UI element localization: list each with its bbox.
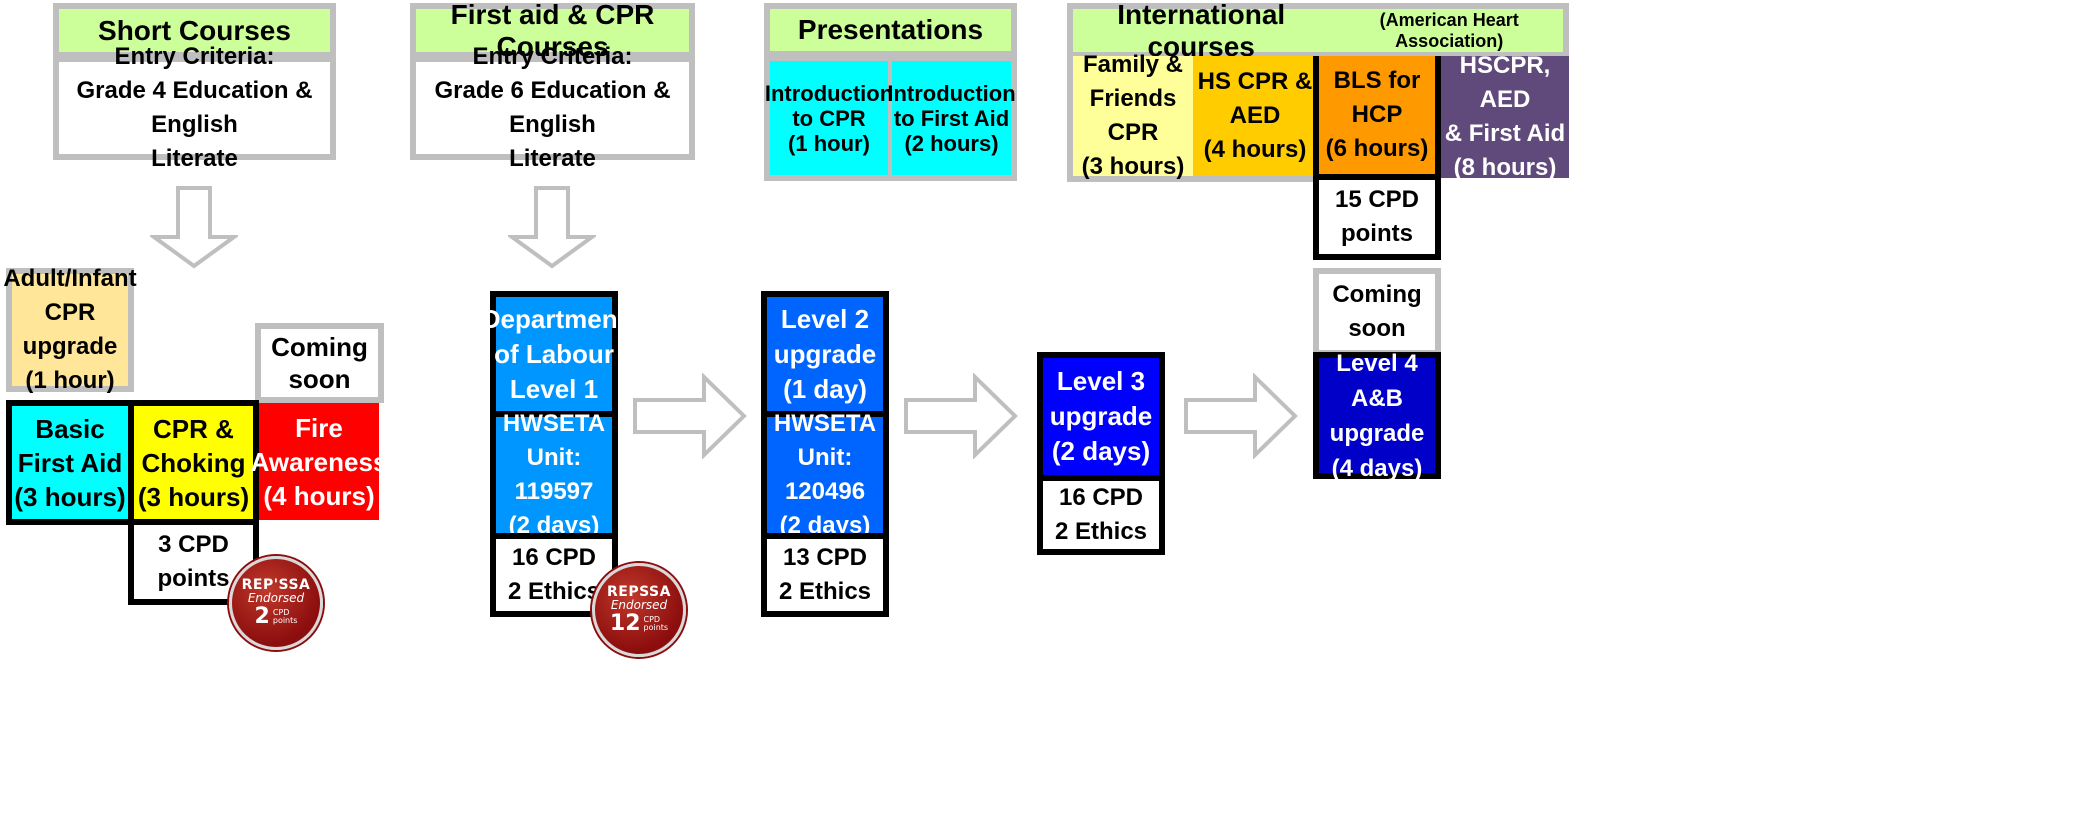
hscpr-aed-first-aid-box: HSCPR, AED & First Aid (8 hours) [1441,52,1569,181]
first-aid-cpr-header: First aid & CPR Courses [410,0,695,62]
family-friends-cpr-box: Family & Friends CPR (3 hours) [1067,51,1193,182]
international-subtitle: (American Heart Association) [1379,9,1519,51]
right-arrow-level2-to-level3 [904,373,1018,459]
level3-cpd-box: 16 CPD 2 Ethics [1037,475,1165,555]
hs-cpr-aed-box: HS CPR & AED (4 hours) [1193,56,1317,182]
intro-first-aid-box: Introduction to First Aid (2 hours) [887,55,1017,181]
down-arrow-first-aid [508,186,596,269]
down-arrow-short-courses [150,186,238,269]
level2-upgrade-box: Level 2 upgrade (1 day) [761,291,889,417]
presentations-header: Presentations [764,3,1017,57]
level4-coming-soon-box: Coming soon [1313,268,1441,356]
right-arrow-level3-to-level4 [1184,373,1298,459]
bls-hcp-box: BLS for HCP (6 hours) [1313,56,1441,180]
short-courses-title: Short Courses [98,14,291,46]
level2-hwseta-box: HWSETA Unit: 120496 (2 days) [761,410,889,539]
level4-upgrade-box: Level 4 A&B upgrade (4 days) [1313,350,1441,482]
short-courses-entry-criteria: Entry Criteria: Grade 4 Education & Engl… [53,43,336,172]
international-title: International courses [1117,0,1286,62]
bls-cpd-box: 15 CPD points [1313,174,1441,260]
presentations-title: Presentations [797,14,984,45]
basic-first-aid-box: Basic First Aid (3 hours) [6,400,134,525]
level1-hwseta-box: HWSETA Unit: 119597 (2 days) [490,410,618,539]
right-arrow-level1-to-level2 [633,373,747,459]
short-courses-header: Short Courses [53,3,336,58]
intro-cpr-box: Introduction to CPR (1 hour) [764,55,893,181]
short-coming-soon-box: Coming soon [255,323,384,403]
fire-awareness-box: Fire Awareness (4 hours) [251,403,387,520]
level1-dol-box: Department of Labour Level 1 [482,291,626,417]
international-header: International courses (American Heart As… [1067,0,1569,62]
cpr-choking-box: CPR & Choking (3 hours) [128,400,259,525]
first-aid-entry-criteria: Entry Criteria: Grade 6 Education & Engl… [410,43,695,172]
level2-cpd-box: 13 CPD 2 Ethics [761,533,889,617]
level3-upgrade-box: Level 3 upgrade (2 days) [1037,352,1165,481]
cpr-upgrade-box: Adult/Infant CPR upgrade (1 hour) [3,265,137,394]
